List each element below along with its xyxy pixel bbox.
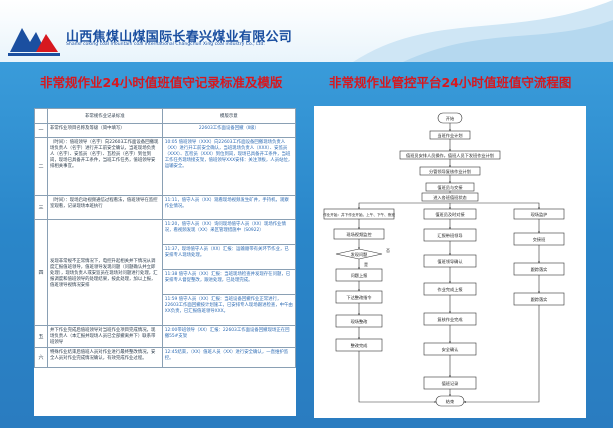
duty-flowchart: 开始 当班作业计划 值班员安排人员操作，值班人员下发班作业计划 分管领导复核作业…	[323, 112, 565, 407]
left-title: 非常规作业24小时值班值守记录标准及模版	[40, 75, 283, 90]
flow-decision-issue-label: 发现问题	[351, 251, 369, 258]
flow-node-shift-change-label: 交接班	[533, 236, 546, 243]
table-header-row: 非常规作业记录标准 模版示意	[34, 108, 297, 124]
row-number: 四	[34, 219, 48, 326]
table-header-num	[34, 108, 48, 124]
table-row: 11:38 值守人员（XX）汇报：当班现场检查并发现存在问题，已安排专人督促整改…	[35, 269, 297, 295]
row-standard: （时间）：现场启动视频通信过程看法，值班领导在监控室观看，记录现场本班执行	[47, 195, 163, 220]
flow-node-record-label: 值班记录	[442, 380, 459, 387]
row-standard: 特殊作业结束后值班人员对作业进行最终整改情况，安全人员对作业完成情况确认，有效完…	[47, 347, 163, 368]
flow-start-label: 开始	[446, 115, 455, 122]
flow-node-report-leader-label: 汇报带班领导	[437, 232, 462, 239]
row-template: 11:20，值守人员（XX）询问现场值守人员（XX）现场作业情况，看视频发现（X…	[161, 219, 297, 245]
flow-node-follow-up-2-label: 跟踪落实	[531, 296, 548, 303]
flow-end-node	[435, 395, 465, 407]
flow-node-review	[419, 166, 481, 176]
flow-node-duty-state	[421, 192, 479, 202]
flow-node-assign	[399, 150, 501, 160]
flow-node-finish-review	[423, 312, 477, 326]
flow-node-rectify	[335, 314, 383, 328]
flow-yes-label: 是	[364, 262, 368, 267]
flow-no-label: 否	[386, 248, 390, 253]
flow-nodes: 开始 当班作业计划 值班员安排人员操作，值班人员下发班作业计划 分管领导复核作业…	[323, 112, 565, 407]
flow-node-work-start-label: 作业开始：井下作业开始，上午、下午、夜班	[323, 212, 395, 217]
row-template: 12:00带班领导（XX）汇报：22603工作面设备回撤现场正在回撤55#支架	[161, 325, 297, 348]
flow-node-work-start	[323, 208, 395, 220]
row-number: 三	[34, 195, 48, 220]
row-template: 22603工作面设备回撤（Ⅱ级）	[161, 123, 297, 138]
flow-node-finish-review-label: 复核作业完成	[437, 316, 462, 323]
flow-node-report-leader	[423, 228, 477, 242]
flow-node-handover	[425, 182, 475, 192]
flow-node-order-label: 下达整改指令	[346, 294, 372, 301]
flow-node-follow-up-label: 跟踪落实	[531, 266, 548, 273]
flow-node-order	[335, 290, 383, 304]
flow-node-rectified	[335, 338, 383, 352]
flow-node-follow-up-2	[513, 292, 565, 306]
flow-node-finish-report-label: 作业完成上报	[437, 286, 463, 293]
flow-node-rectified-label: 整改完成	[351, 342, 368, 349]
table-row: 三 （时间）：现场启动视频通信过程看法，值班领导在监控室观看，记录现场本班执行 …	[34, 195, 297, 220]
company-logo-icon	[8, 28, 60, 56]
header-wave-decoration	[353, 0, 613, 62]
table-header-template: 模版示意	[161, 108, 297, 124]
flow-node-dock	[423, 208, 477, 220]
flow-node-video	[333, 228, 385, 240]
row-template: 11:59 值守人员（XX）汇报：当班设备回撤作业正常进行，22603工作面回撤…	[161, 294, 297, 326]
company-name-en: Shanxi coking coal mountain coal interna…	[66, 42, 265, 47]
row-number: 二	[34, 137, 48, 196]
flow-node-handover-label: 值班员与交接	[437, 184, 463, 191]
flow-node-leader-confirm-label: 值班领导确认	[437, 258, 463, 265]
flow-node-shift-change	[513, 232, 565, 246]
company-name-cn: 山西焦煤山煤国际长春兴煤业有限公司	[66, 30, 293, 45]
flow-node-monitor-label: 现场监护	[531, 211, 548, 218]
flow-node-safety	[423, 342, 477, 356]
table-row: 四 发现非常规不正常情况下，电控升起相关并下情况从调度汇报值班领导，值班领导发现…	[34, 219, 297, 326]
table-row: 六 特殊作业结束后值班人员对作业进行最终整改情况，安全人员对作业完成情况确认，有…	[34, 347, 297, 368]
row-number: 六	[34, 347, 48, 368]
row-number: 五	[34, 325, 48, 348]
flow-node-review-label: 分管领导复核作业计划	[429, 168, 471, 175]
table-header-standard: 非常规作业记录标准	[47, 108, 163, 124]
flow-end-label: 结束	[446, 398, 455, 405]
flow-node-report	[335, 268, 383, 282]
row-template: 12:45结束，（XX）值班人员（XX）进行安全确认，一直维护监控。	[161, 347, 297, 368]
header-banner: 山西焦煤山煤国际长春兴煤业有限公司 Shanxi coking coal mou…	[0, 0, 613, 62]
table-row: 一 非常作业项目名称及等级（简中填写） 22603工作面设备回撤（Ⅱ级）	[34, 123, 297, 138]
flow-node-duty-state-label: 进入各班值班状态	[433, 194, 467, 201]
row-template: 10:05 值班领导（XXX）向22603工作面设备回撤现场负责人（XX）进行开…	[161, 137, 297, 196]
row-template: 11:37，现场值守人员（XX）汇报：运输顺带有关环节作业，已安排专人现场处理。	[161, 244, 297, 270]
row-standard: 发现非常规不正常情况下，电控升起相关并下情况从调度汇报值班领导，值班领导发现问题…	[47, 219, 163, 326]
flow-node-report-label: 问题上报	[351, 272, 369, 279]
table-row: 二 （时间）：值班领导（名字）向22603工作面设备回撤现场负责人（名字）进行开…	[34, 137, 297, 196]
flowchart-panel: 开始 当班作业计划 值班员安排人员操作，值班人员下发班作业计划 分管领导复核作业…	[314, 106, 586, 418]
row-standard: （时间）：值班领导（名字）向22603工作面设备回撤现场负责人（名字）进行开工前…	[47, 137, 163, 196]
table-row: 11:59 值守人员（XX）汇报：当班设备回撤作业正常进行，22603工作面回撤…	[35, 294, 297, 326]
flow-node-plan-label: 当班作业计划	[437, 132, 462, 139]
flow-node-follow-up	[513, 262, 565, 276]
record-standard-table: 非常规作业记录标准 模版示意 一 非常作业项目名称及等级（简中填写） 22603…	[34, 108, 297, 368]
flow-node-leader-confirm	[423, 254, 477, 268]
right-title: 非常规作业管控平台24小时值班值守流程图	[329, 75, 572, 90]
flow-node-dock-label: 值班员及时对接	[435, 211, 465, 218]
row-standard: 井下作业完成后值班领导对当班作业项目完成情况，现场负责人（本汇报并现场人员已全部…	[47, 325, 163, 348]
flow-node-record	[423, 376, 477, 390]
flow-node-safety-label: 安全确认	[442, 346, 460, 353]
flow-node-assign-label: 值班员安排人员操作，值班人员下发班作业计划	[406, 152, 494, 159]
flow-node-plan	[429, 130, 471, 140]
flow-decision-issue	[335, 248, 383, 260]
row-template: 11:11，值守人员（XX）观看现场视频发生矿井，手持机，观察作业情况。	[161, 195, 297, 220]
row-number: 一	[34, 123, 48, 138]
flow-start-node	[437, 112, 463, 124]
flow-node-video-label: 现场视频监控	[346, 231, 372, 238]
row-standard: 非常作业项目名称及等级（简中填写）	[47, 123, 163, 138]
flow-node-monitor	[513, 208, 565, 220]
table-row: 五 井下作业完成后值班领导对当班作业项目完成情况，现场负责人（本汇报并现场人员已…	[34, 325, 297, 348]
record-standard-panel: 非常规作业记录标准 模版示意 一 非常作业项目名称及等级（简中填写） 22603…	[34, 108, 297, 416]
row-template: 11:38 值守人员（XX）汇报：当班现场检查并发现存在问题，已安排专人督促整改…	[161, 269, 297, 295]
flow-node-finish-report	[423, 282, 477, 296]
flow-node-rectify-label: 现场整改	[351, 318, 369, 325]
